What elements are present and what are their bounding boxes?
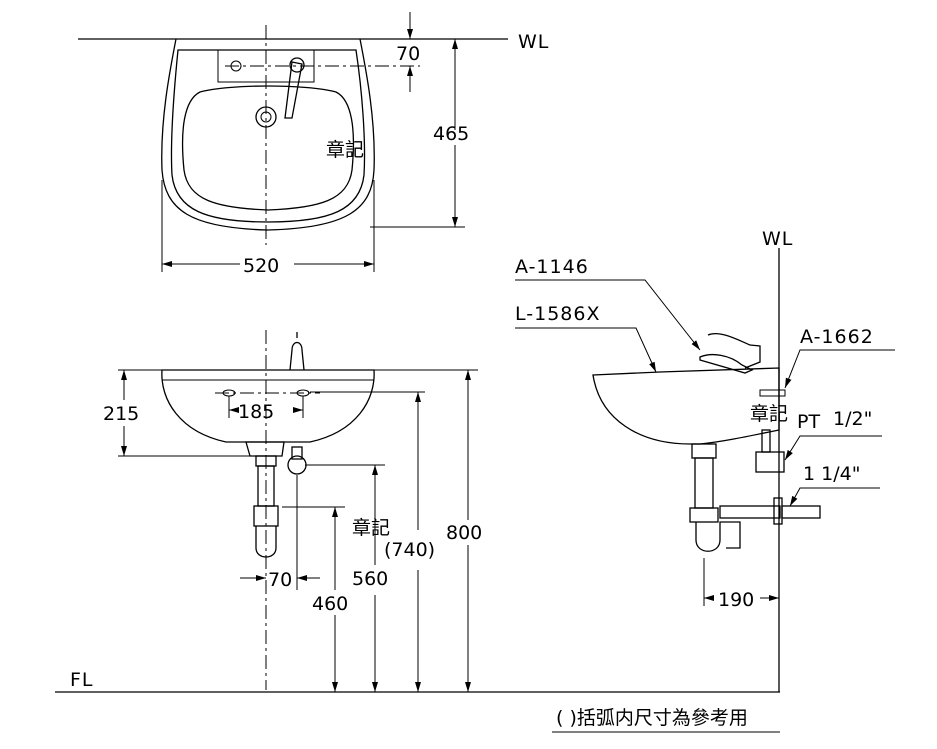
bowl [181,85,355,211]
side-view: WL A-1146 L-1586X A-1662 章記 PT 1/2" 1 1/… [515,228,895,692]
trap-size: 1 1/4" [803,463,860,485]
mark-label-side: 章記 [750,403,788,425]
side-tailpiece [694,457,714,509]
faucet-front [289,341,305,371]
note: ( )括弧内尺寸為參考用 [552,707,780,733]
angle-valve [755,451,785,473]
p-trap [255,526,277,558]
dim-740: (740) [384,539,435,561]
dim-560: 560 [352,568,388,590]
basin-rim [170,49,366,223]
pt-size: 1/2" [833,408,872,430]
wall-flange [781,505,821,519]
dim-215: 215 [103,403,139,425]
part-a1146: A-1146 [515,256,589,278]
mark-label: 章記 [352,517,390,539]
faucet-side [699,354,754,374]
dim-520: 520 [243,255,279,277]
dim-70: 70 [396,43,420,65]
note-text: ( )括弧内尺寸為參考用 [556,707,748,729]
part-a1662: A-1662 [800,326,874,348]
basin-outline [161,38,375,231]
mark-label: 章記 [326,139,364,161]
dim-185: 185 [238,401,274,423]
pt-label: PT [797,411,820,433]
valve-a1662 [759,389,786,397]
fl-label: FL [70,669,94,691]
dim-70-front: 70 [268,569,292,591]
dim-190: 190 [718,589,754,611]
wl-label-side: WL [762,228,793,250]
dim-465: 465 [433,123,469,145]
top-view: WL 70 465 章記 520 [78,12,549,277]
wl-label: WL [518,31,549,53]
dim-460: 460 [312,593,348,615]
drain-body [245,441,285,457]
dim-800: 800 [446,522,482,544]
part-l1586x: L-1586X [515,303,600,325]
faucet-handle [284,61,303,119]
side-trap [695,521,741,552]
front-view: 185 215 章記 (740) 800 560 460 70 [55,330,780,693]
